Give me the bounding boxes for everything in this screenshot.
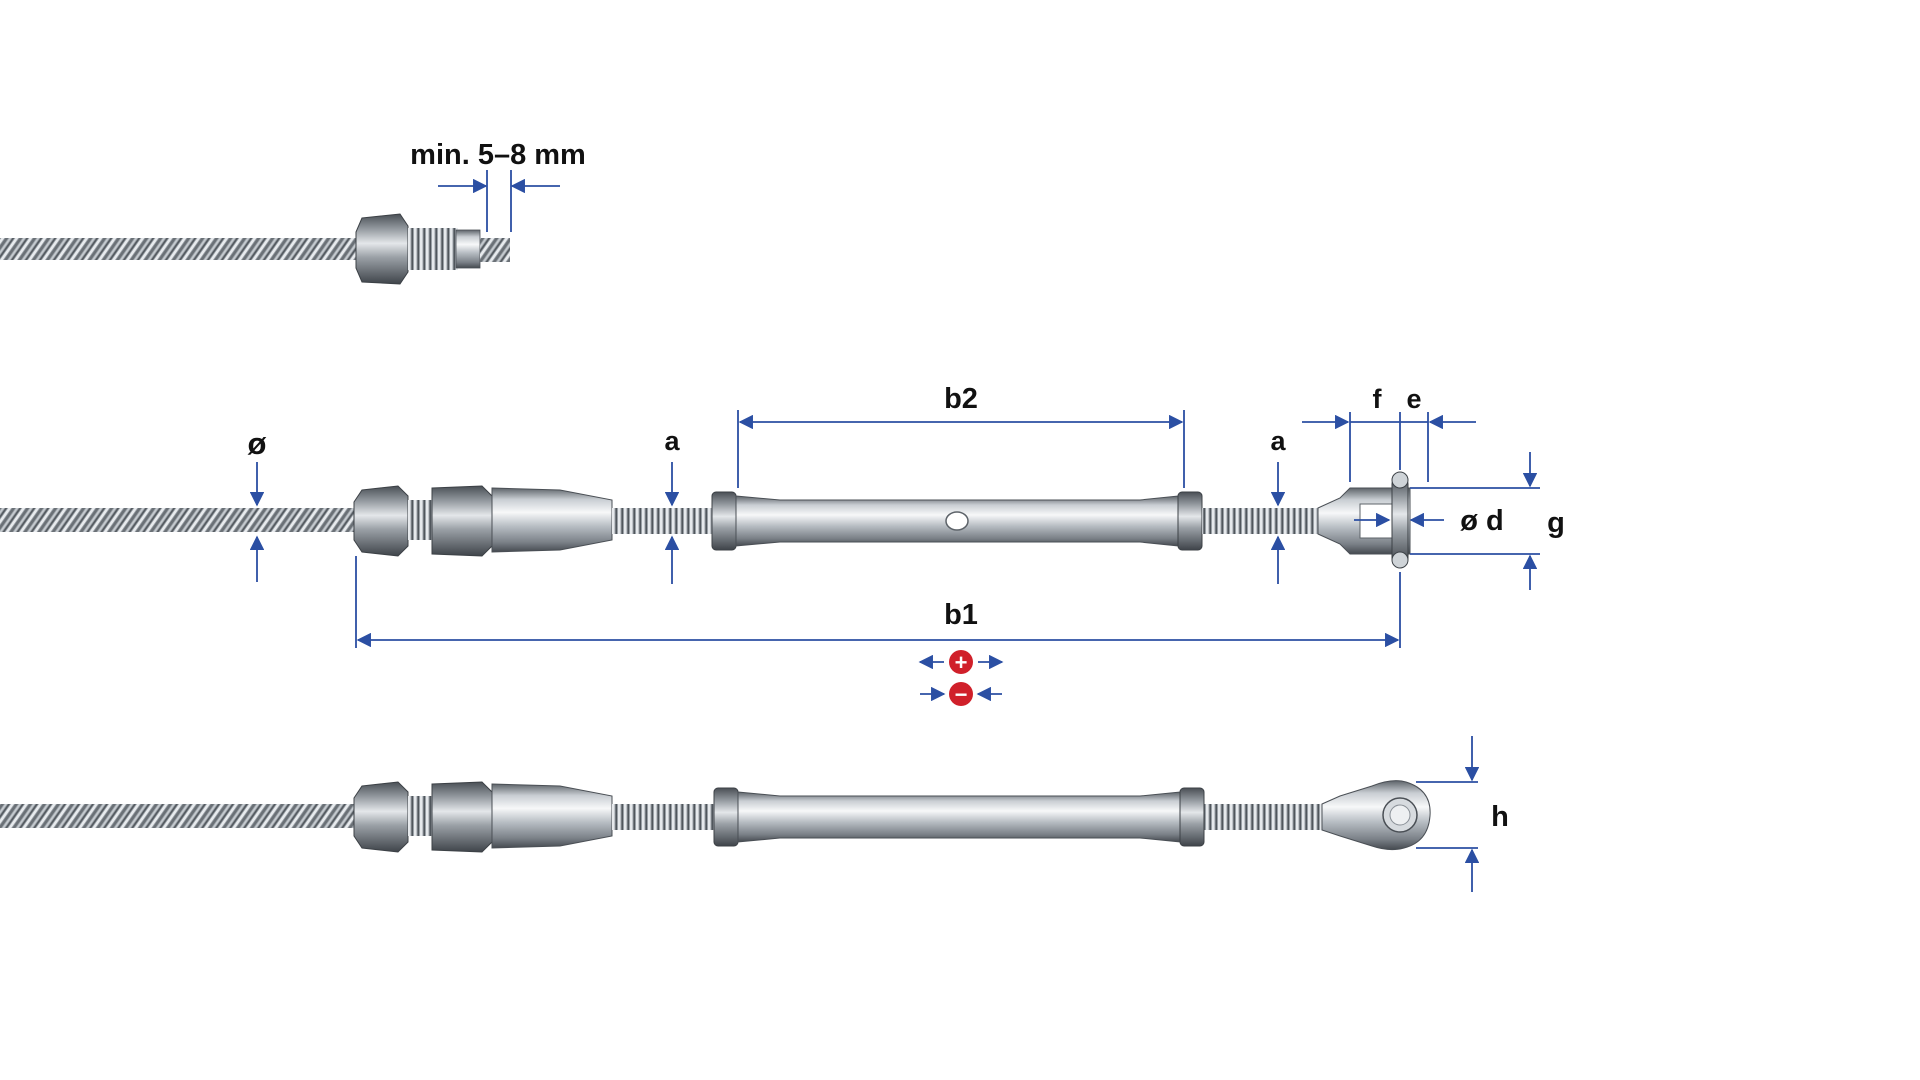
- lock-nut-right: [1177, 491, 1203, 551]
- swage-thread-short: [408, 500, 432, 540]
- fork-assembly: ø a a b2 f e ø d g: [0, 383, 1565, 707]
- thread-left-label: a: [664, 426, 680, 456]
- swage-detail: min. 5–8 mm: [0, 139, 586, 285]
- fork-f-label: f: [1373, 384, 1383, 414]
- threaded-rod-right: [1202, 508, 1320, 534]
- threaded-rod-right: [1204, 804, 1324, 830]
- wire-rope-cable: [0, 804, 362, 828]
- swage-body-taper: [491, 487, 613, 553]
- swage-fitting-hex: [355, 213, 409, 285]
- swage-thread: [408, 228, 458, 270]
- minus-sign: −: [955, 682, 968, 707]
- wire-rope-cable: [0, 508, 362, 532]
- lock-nut-right: [1179, 787, 1205, 847]
- wire-strand-end: [480, 238, 510, 262]
- fork-g-label: g: [1547, 507, 1565, 539]
- overall-length-label: b1: [944, 599, 978, 631]
- minus-circle-icon: [949, 682, 973, 706]
- body-length-label: b2: [944, 383, 978, 415]
- diameter-label: ø: [248, 426, 267, 461]
- pin-head-top: [1391, 471, 1409, 489]
- swage-thread-short: [408, 796, 432, 836]
- wire-rope-cable: [0, 238, 365, 260]
- lock-nut-left: [711, 491, 737, 551]
- eye-hole-inner: [1389, 804, 1411, 826]
- loosen-symbol: −: [920, 682, 1002, 707]
- body-hole: [945, 511, 969, 531]
- plus-sign: +: [955, 650, 968, 675]
- fork-pin: [1391, 477, 1409, 565]
- swage-end: [455, 229, 481, 269]
- swage-nut: [353, 485, 409, 557]
- pin-diameter-label: ø d: [1460, 505, 1504, 537]
- swage-nut: [353, 781, 409, 853]
- swage-length-label: min. 5–8 mm: [410, 139, 586, 171]
- plus-circle-icon: [949, 650, 973, 674]
- eye-h-label: h: [1491, 801, 1509, 833]
- fork-e-label: e: [1406, 384, 1421, 414]
- pin-head-bottom: [1391, 551, 1409, 569]
- eye-assembly: h: [0, 736, 1509, 892]
- swage-hex: [431, 485, 493, 557]
- thread-right-label: a: [1270, 426, 1286, 456]
- threaded-rod-left: [612, 804, 716, 830]
- turnbuckle-body: [737, 791, 1181, 843]
- threaded-rod-left: [612, 508, 714, 534]
- swage-hex: [431, 781, 493, 853]
- tighten-symbol: +: [918, 650, 1004, 675]
- lock-nut-left: [713, 787, 739, 847]
- swage-body-taper: [491, 783, 613, 849]
